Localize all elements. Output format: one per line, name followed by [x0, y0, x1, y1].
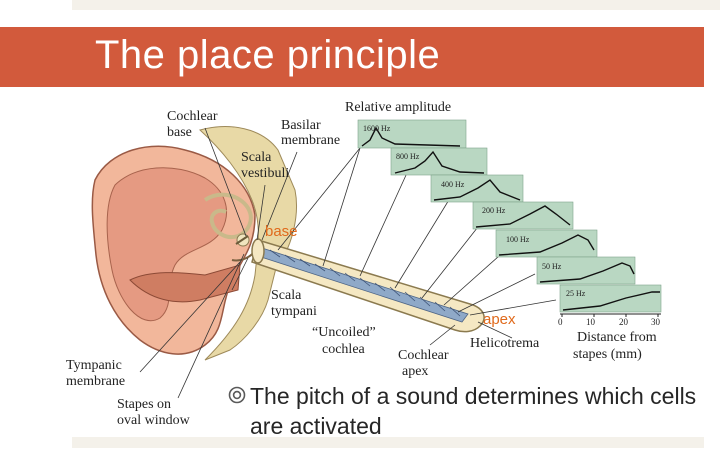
bottom-decor-strip — [72, 437, 704, 448]
tympanic-membrane-label-1: Tympanic — [66, 358, 122, 373]
panel-25hz: 25 Hz — [559, 284, 662, 313]
cochlear-base-label-1: Cochlear — [167, 109, 218, 124]
scala-vestibuli-label-1: Scala — [241, 150, 272, 165]
slide-title: The place principle — [95, 33, 441, 77]
scala-vestibuli-label-2: vestibuli — [241, 166, 289, 181]
distance-axis: 0 10 20 30 — [558, 313, 661, 327]
distance-label-2: stapes (mm) — [573, 347, 642, 362]
uncoiled-cochlea-label-1: “Uncoiled” — [312, 325, 376, 340]
svg-text:100 Hz: 100 Hz — [506, 235, 530, 244]
panel-400hz: 400 Hz — [430, 174, 524, 203]
panel-200hz: 200 Hz — [472, 201, 574, 230]
target-bullet-icon — [228, 386, 246, 404]
panel-50hz: 50 Hz — [536, 256, 636, 285]
axis-tick-20: 20 — [619, 317, 629, 327]
distance-label-1: Distance from — [577, 330, 657, 345]
uncoiled-cochlea-label-2: cochlea — [322, 342, 366, 357]
helicotrema-label: Helicotrema — [470, 336, 540, 351]
axis-tick-0: 0 — [558, 317, 563, 327]
axis-tick-30: 30 — [651, 317, 661, 327]
scala-tympani-label-1: Scala — [271, 288, 302, 303]
basilar-membrane-label-1: Basilar — [281, 118, 321, 133]
svg-text:50 Hz: 50 Hz — [542, 262, 562, 271]
relative-amplitude-label: Relative amplitude — [345, 100, 451, 115]
svg-text:800 Hz: 800 Hz — [396, 152, 420, 161]
stapes-label-1: Stapes on — [117, 397, 171, 412]
ear-illustration — [91, 126, 297, 361]
base-highlight-label: base — [265, 223, 298, 240]
panel-100hz: 100 Hz — [495, 229, 598, 258]
cochlear-apex-label-2: apex — [402, 364, 428, 379]
cochlear-apex-label-1: Cochlear — [398, 348, 449, 363]
basilar-membrane-label-2: membrane — [281, 133, 340, 148]
panel-1600hz: 1600 Hz — [357, 119, 467, 149]
tympanic-membrane-label-2: membrane — [66, 374, 125, 389]
title-bar — [0, 27, 704, 87]
svg-text:25 Hz: 25 Hz — [566, 289, 586, 298]
svg-text:1600 Hz: 1600 Hz — [363, 124, 391, 133]
svg-text:200 Hz: 200 Hz — [482, 206, 506, 215]
apex-highlight-label: apex — [483, 311, 516, 328]
stapes-label-2: oval window — [117, 413, 191, 428]
bullet-text: The pitch of a sound determines which ce… — [250, 383, 697, 439]
frequency-panels: 1600 Hz 800 Hz 400 Hz 200 Hz 100 Hz — [357, 119, 662, 327]
panel-800hz: 800 Hz — [390, 147, 488, 176]
axis-tick-10: 10 — [586, 317, 596, 327]
cochlear-base-label-2: base — [167, 125, 192, 140]
top-decor-strip — [72, 0, 720, 10]
cochlea-figure: 1600 Hz 800 Hz 400 Hz 200 Hz 100 Hz — [66, 100, 662, 428]
uncoiled-cochlea-tube — [251, 238, 485, 333]
scala-tympani-label-2: tympani — [271, 304, 317, 319]
leader-lines — [139, 127, 557, 399]
svg-text:400 Hz: 400 Hz — [441, 180, 465, 189]
